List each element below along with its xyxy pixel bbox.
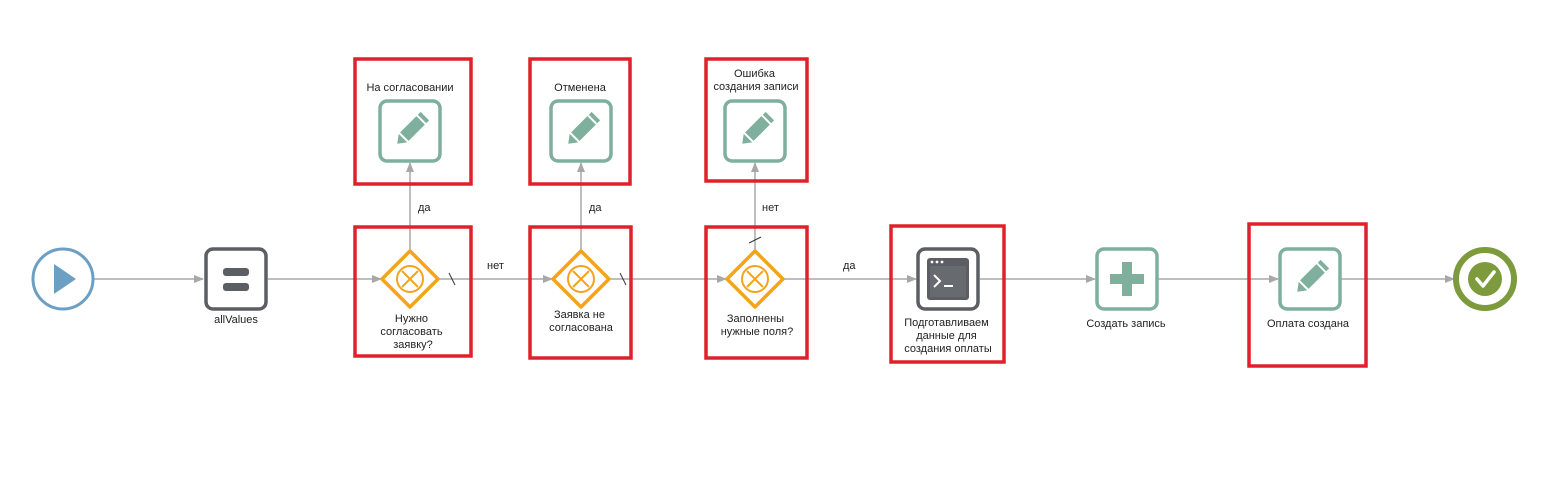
pencil-icon bbox=[397, 111, 430, 144]
play-icon bbox=[54, 264, 76, 294]
highlight-frame bbox=[704, 225, 809, 360]
highlight-frame bbox=[1247, 222, 1368, 368]
node-label-all-values: allValues bbox=[214, 314, 258, 326]
close-x-icon bbox=[396, 265, 424, 293]
node-label-create-record: Создать запись bbox=[1086, 318, 1166, 330]
task-create-error[interactable] bbox=[723, 99, 787, 163]
highlight-frame bbox=[889, 224, 1006, 364]
edge-label-no: нет bbox=[762, 202, 779, 214]
close-x-icon bbox=[567, 265, 595, 293]
node-label-need-approval: Нужно согласовать заявку? bbox=[380, 313, 445, 351]
highlight-frame bbox=[704, 57, 809, 183]
node-label-create-error: Ошибка создания записи bbox=[713, 68, 798, 93]
task-payment-created[interactable] bbox=[1278, 247, 1342, 311]
highlight-frame bbox=[528, 57, 632, 186]
node-label-fields-filled: Заполнены нужные поля? bbox=[721, 313, 794, 338]
node-label-on-approval: На согласовании bbox=[366, 82, 453, 94]
gateway-not-approved[interactable] bbox=[551, 249, 611, 309]
task-on-approval[interactable] bbox=[378, 99, 442, 163]
close-x-icon bbox=[741, 265, 769, 293]
edge-label-yes: да bbox=[843, 260, 856, 272]
node-label-not-approved: Заявка не согласована bbox=[549, 309, 614, 334]
end-event[interactable] bbox=[1453, 247, 1517, 311]
start-event[interactable] bbox=[31, 247, 95, 311]
task-create-record[interactable] bbox=[1095, 247, 1159, 311]
edge-label-yes: да bbox=[589, 202, 602, 214]
plus-icon bbox=[1110, 262, 1144, 296]
terminal-icon bbox=[927, 258, 969, 300]
default-flow-mark bbox=[748, 236, 762, 244]
highlight-frame bbox=[528, 225, 633, 360]
highlight-frame bbox=[353, 57, 473, 186]
gateway-fields-filled[interactable] bbox=[725, 249, 785, 309]
edge-label-no: нет bbox=[487, 260, 504, 272]
equals-icon bbox=[223, 268, 249, 291]
pencil-icon bbox=[568, 111, 601, 144]
pencil-icon bbox=[742, 111, 775, 144]
edges bbox=[94, 162, 1455, 286]
checkmark-icon bbox=[1475, 270, 1496, 288]
node-label-cancelled: Отменена bbox=[554, 82, 607, 94]
edge-label-yes: да bbox=[418, 202, 431, 214]
task-cancelled[interactable] bbox=[549, 99, 613, 163]
pencil-icon bbox=[1297, 259, 1330, 292]
default-flow-mark bbox=[619, 272, 627, 286]
gateway-need-approval[interactable] bbox=[380, 249, 440, 309]
node-label-prepare-payment-data: Подготавливаем данные для создания оплат… bbox=[904, 317, 992, 355]
task-prepare-payment-data[interactable] bbox=[916, 247, 980, 311]
task-all-values[interactable] bbox=[204, 247, 268, 311]
node-label-payment-created: Оплата создана bbox=[1267, 318, 1350, 330]
highlight-frame bbox=[353, 225, 473, 358]
default-flow-mark bbox=[448, 272, 456, 286]
